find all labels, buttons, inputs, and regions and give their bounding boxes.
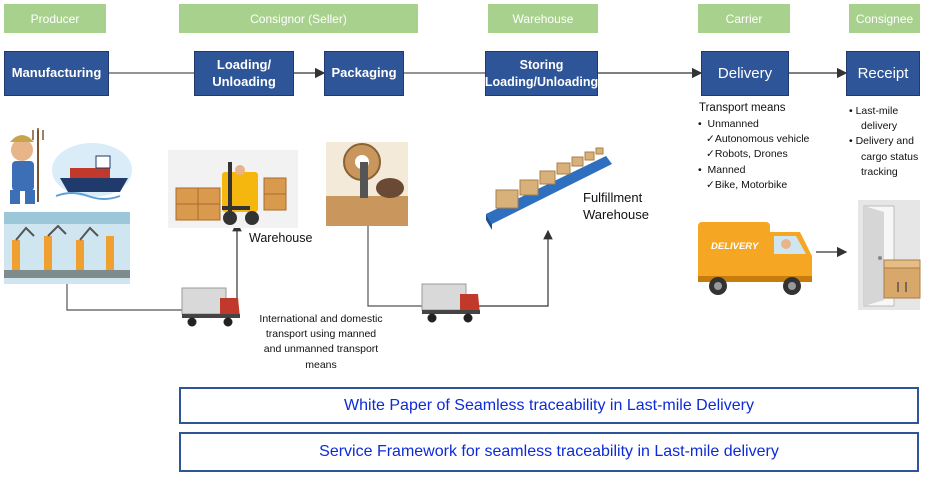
step-loading-unloading: Loading/ Unloading	[194, 51, 294, 96]
consignee-note-1b: delivery	[849, 119, 918, 134]
consignee-note-1: • Last-mile	[849, 105, 899, 117]
transport-bike-label: Bike, Motorbike	[714, 178, 788, 191]
role-consignee: Consignee	[849, 4, 920, 33]
consignee-note-2-line2: cargo status	[861, 150, 919, 163]
step-receipt: Receipt	[846, 51, 920, 96]
warehouse-label: Warehouse	[249, 231, 313, 245]
fulfillment-line1: Fulfillment	[583, 190, 643, 205]
role-consignor: Consignor (Seller)	[179, 4, 418, 33]
transport-robots-label: Robots, Drones	[714, 148, 788, 161]
consignee-note-2b: cargo status	[849, 150, 918, 165]
step-storing: Storing Loading/Unloading	[485, 51, 598, 96]
step-delivery-label: Delivery	[717, 64, 773, 82]
consignee-note-2c: tracking	[849, 165, 918, 180]
consignee-note-2-line1: Delivery and	[855, 135, 914, 148]
transport-means-title: Transport means	[699, 102, 786, 114]
transport-robots: ✓Robots, Drones	[706, 148, 788, 161]
transport-manned-label: Manned	[707, 163, 746, 176]
step-delivery: Delivery	[701, 51, 789, 96]
fulfillment-line2: Warehouse	[583, 206, 649, 222]
step-packaging: Packaging	[324, 51, 404, 96]
transport-note: International and domestic transport usi…	[246, 312, 396, 373]
consignee-note-1-line2: delivery	[861, 120, 898, 133]
role-carrier: Carrier	[698, 4, 790, 33]
transport-note-line4: means	[305, 358, 337, 371]
transport-autonomous-label: Autonomous vehicle	[714, 133, 810, 146]
service-framework-button[interactable]: Service Framework for seamless traceabil…	[179, 432, 919, 472]
transport-bike: ✓Bike, Motorbike	[706, 178, 788, 191]
consignee-note-1-line1: Last-mile	[855, 105, 899, 117]
transport-note-line2: transport using manned	[265, 328, 377, 341]
transport-note-line3: and unmanned transport	[263, 343, 379, 356]
step-storing-line2: Loading/Unloading	[484, 74, 599, 89]
consignee-notes: • Last-mile delivery • Delivery and carg…	[849, 104, 918, 180]
step-receipt-label: Receipt	[857, 64, 909, 82]
step-loading-line1: Loading/	[216, 56, 272, 72]
role-producer: Producer	[4, 4, 106, 33]
transport-note-line1: International and domestic	[259, 313, 383, 325]
transport-unmanned: • Unmanned	[698, 118, 759, 130]
consignee-note-2-line3: tracking	[861, 165, 898, 178]
transport-means-list: • Unmanned ✓Autonomous vehicle ✓Robots, …	[698, 117, 809, 193]
step-packaging-label: Packaging	[331, 65, 397, 81]
white-paper-button[interactable]: White Paper of Seamless traceability in …	[179, 387, 919, 424]
role-warehouse: Warehouse	[488, 4, 598, 33]
consignee-note-2: • Delivery and	[849, 135, 914, 148]
fulfillment-warehouse-label: Fulfillment Warehouse	[583, 190, 649, 224]
step-manufacturing-label: Manufacturing	[11, 65, 102, 81]
step-loading-line2: Unloading	[212, 73, 276, 89]
transport-unmanned-label: Unmanned	[707, 118, 759, 130]
transport-autonomous: ✓Autonomous vehicle	[706, 133, 810, 146]
step-manufacturing: Manufacturing	[4, 51, 109, 96]
step-storing-line1: Storing	[519, 58, 564, 73]
delivery-badge: DELIVERY	[711, 241, 759, 252]
transport-manned: • Manned	[698, 163, 746, 176]
